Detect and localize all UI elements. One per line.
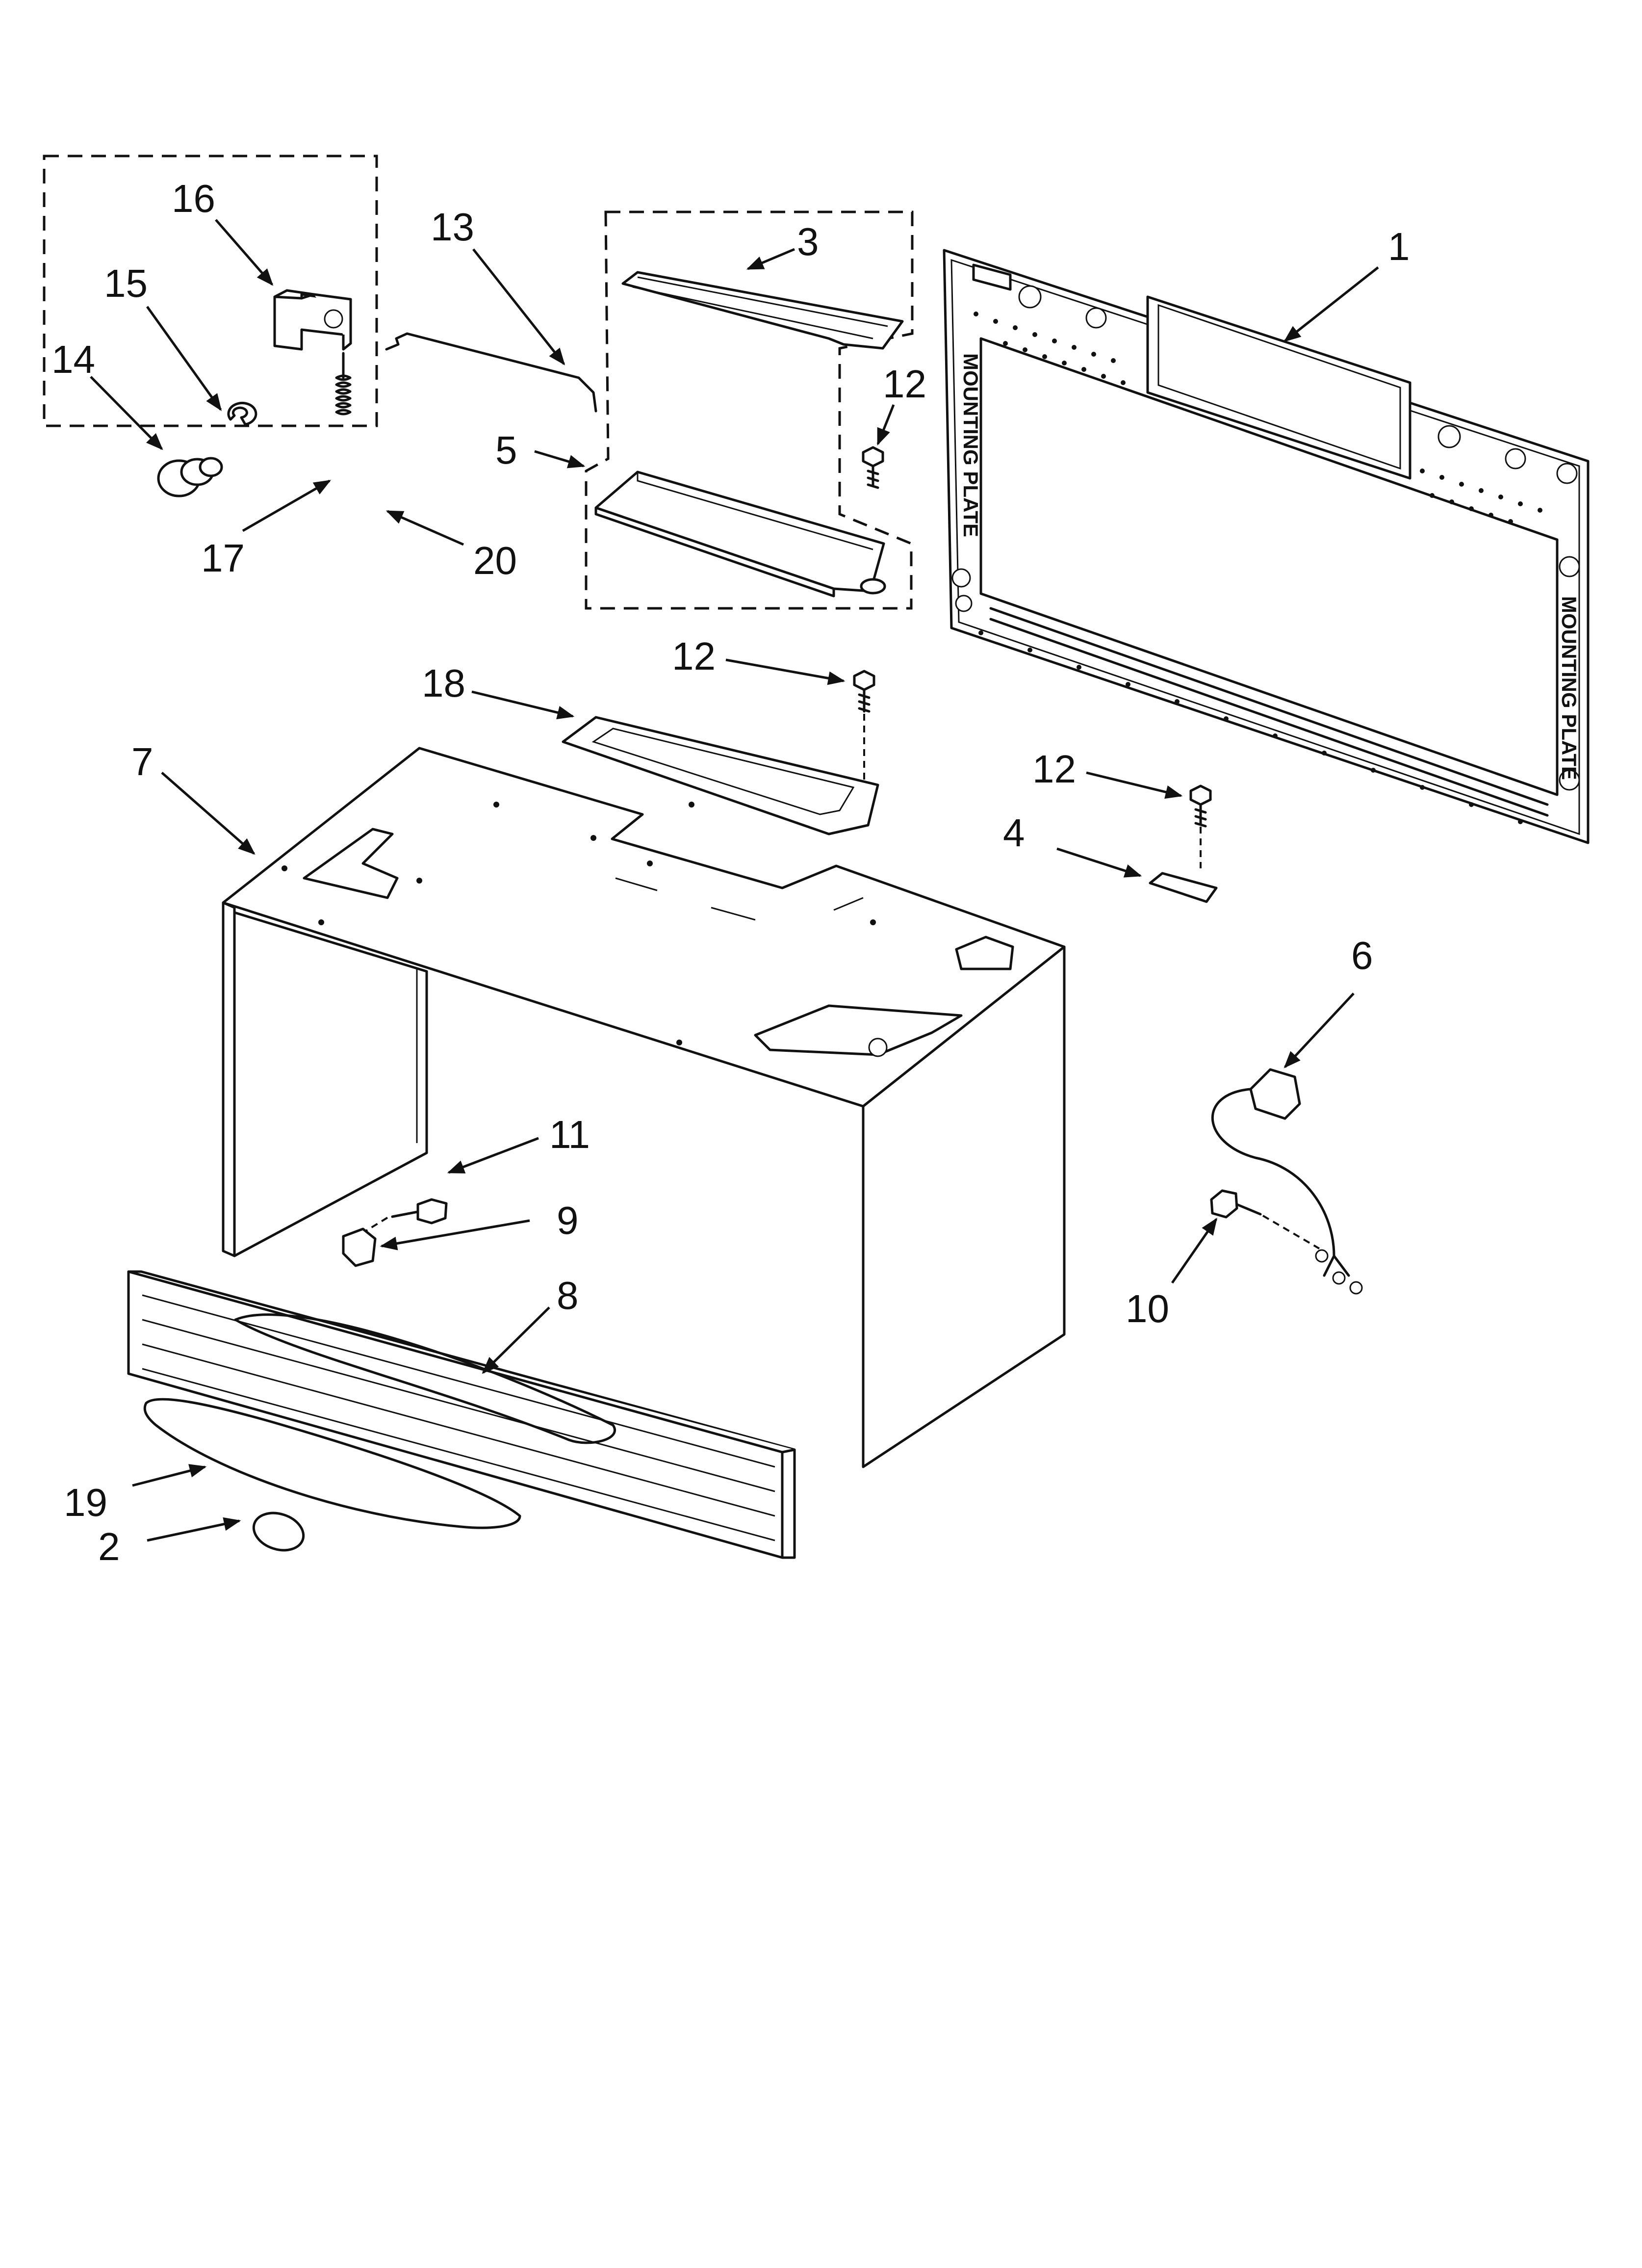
- callout-9: 9: [557, 1199, 579, 1242]
- callout-13: 13: [431, 205, 474, 249]
- callout-7: 7: [131, 740, 154, 783]
- callout-20: 20: [473, 539, 517, 582]
- leader-9: [380, 1219, 530, 1251]
- leader-17: [242, 479, 332, 532]
- callout-2: 2: [98, 1525, 120, 1568]
- duct-group: [585, 210, 914, 610]
- callout-5: 5: [495, 428, 517, 472]
- callout-15: 15: [104, 261, 148, 305]
- leader-19: [132, 1464, 207, 1487]
- leader-5: [534, 450, 586, 469]
- part-11-screw: [352, 1198, 448, 1240]
- callout-12b: 12: [672, 634, 716, 678]
- plate-marking-right: MOUNTING PLATE: [1558, 596, 1581, 780]
- leader-14: [90, 376, 163, 450]
- callout-18: 18: [422, 661, 465, 705]
- part-7-cabinet: [222, 747, 1066, 1468]
- part-9-clip: [342, 1227, 377, 1267]
- part-19-trim: [143, 1398, 521, 1529]
- part-16-latch-bracket: [273, 289, 352, 351]
- callout-3: 3: [797, 220, 819, 263]
- leader-13: [472, 248, 565, 365]
- leader-12a: [876, 404, 895, 446]
- callout-10: 10: [1126, 1287, 1169, 1330]
- part-4-bracket: [1149, 872, 1218, 903]
- leader-18: [471, 690, 575, 720]
- leader-16: [215, 219, 274, 286]
- callout-1: 1: [1388, 225, 1410, 268]
- callout-12a: 12: [883, 362, 926, 406]
- leader-12b: [725, 658, 846, 685]
- plate-perforations: [974, 312, 1542, 824]
- plate-marking-left: MOUNTING PLATE: [959, 353, 982, 537]
- latch-assembly-dashed-box: [43, 155, 378, 427]
- part-17-spring: [335, 352, 352, 416]
- callout-11: 11: [549, 1113, 590, 1156]
- leader-4: [1056, 847, 1142, 878]
- part-10-screw: [1210, 1189, 1320, 1250]
- leader-15: [146, 306, 222, 411]
- leader-11: [447, 1137, 539, 1174]
- part-18-gasket: [562, 716, 879, 835]
- part-12-screw-right: [1189, 784, 1212, 868]
- leader-10: [1171, 1218, 1218, 1284]
- leader-6: [1283, 992, 1355, 1069]
- leader-2: [147, 1517, 241, 1542]
- latch-assembly-group: [43, 155, 378, 497]
- leader-7: [161, 772, 256, 855]
- part-5-tray: [594, 470, 886, 598]
- leader-lines: [90, 219, 1379, 1542]
- leader-20: [385, 510, 464, 546]
- callout-16: 16: [172, 177, 215, 220]
- callout-12c: 12: [1032, 747, 1076, 791]
- leader-3: [746, 248, 795, 270]
- part-13-wire: [385, 332, 597, 413]
- callout-labels: 1 2 3 4 5 6 7 8 9 10 11 12 12 12 13 14 1…: [51, 177, 1410, 1568]
- part-12-screw-middle: [853, 670, 875, 791]
- part-12-screw-top: [862, 446, 884, 489]
- callout-6: 6: [1351, 934, 1373, 977]
- callout-17: 17: [201, 536, 245, 580]
- callout-8: 8: [557, 1274, 579, 1317]
- part-14-pin: [157, 457, 223, 497]
- part-2-emblem: [252, 1512, 305, 1552]
- callout-14: 14: [51, 338, 95, 381]
- part-15-clip: [227, 402, 257, 426]
- leader-12c: [1086, 771, 1183, 799]
- duct-dashed-outline: [585, 210, 914, 610]
- callout-4: 4: [1003, 811, 1025, 855]
- callout-19: 19: [64, 1481, 107, 1524]
- part-8-grille: [127, 1270, 796, 1559]
- part-1-mounting-plate: MOUNTING PLATE MOUNTING PLATE: [943, 249, 1590, 844]
- part-6-harness: [1211, 1068, 1363, 1295]
- leader-8: [482, 1306, 550, 1374]
- leader-1: [1283, 266, 1379, 342]
- part-3-rail: [621, 271, 904, 350]
